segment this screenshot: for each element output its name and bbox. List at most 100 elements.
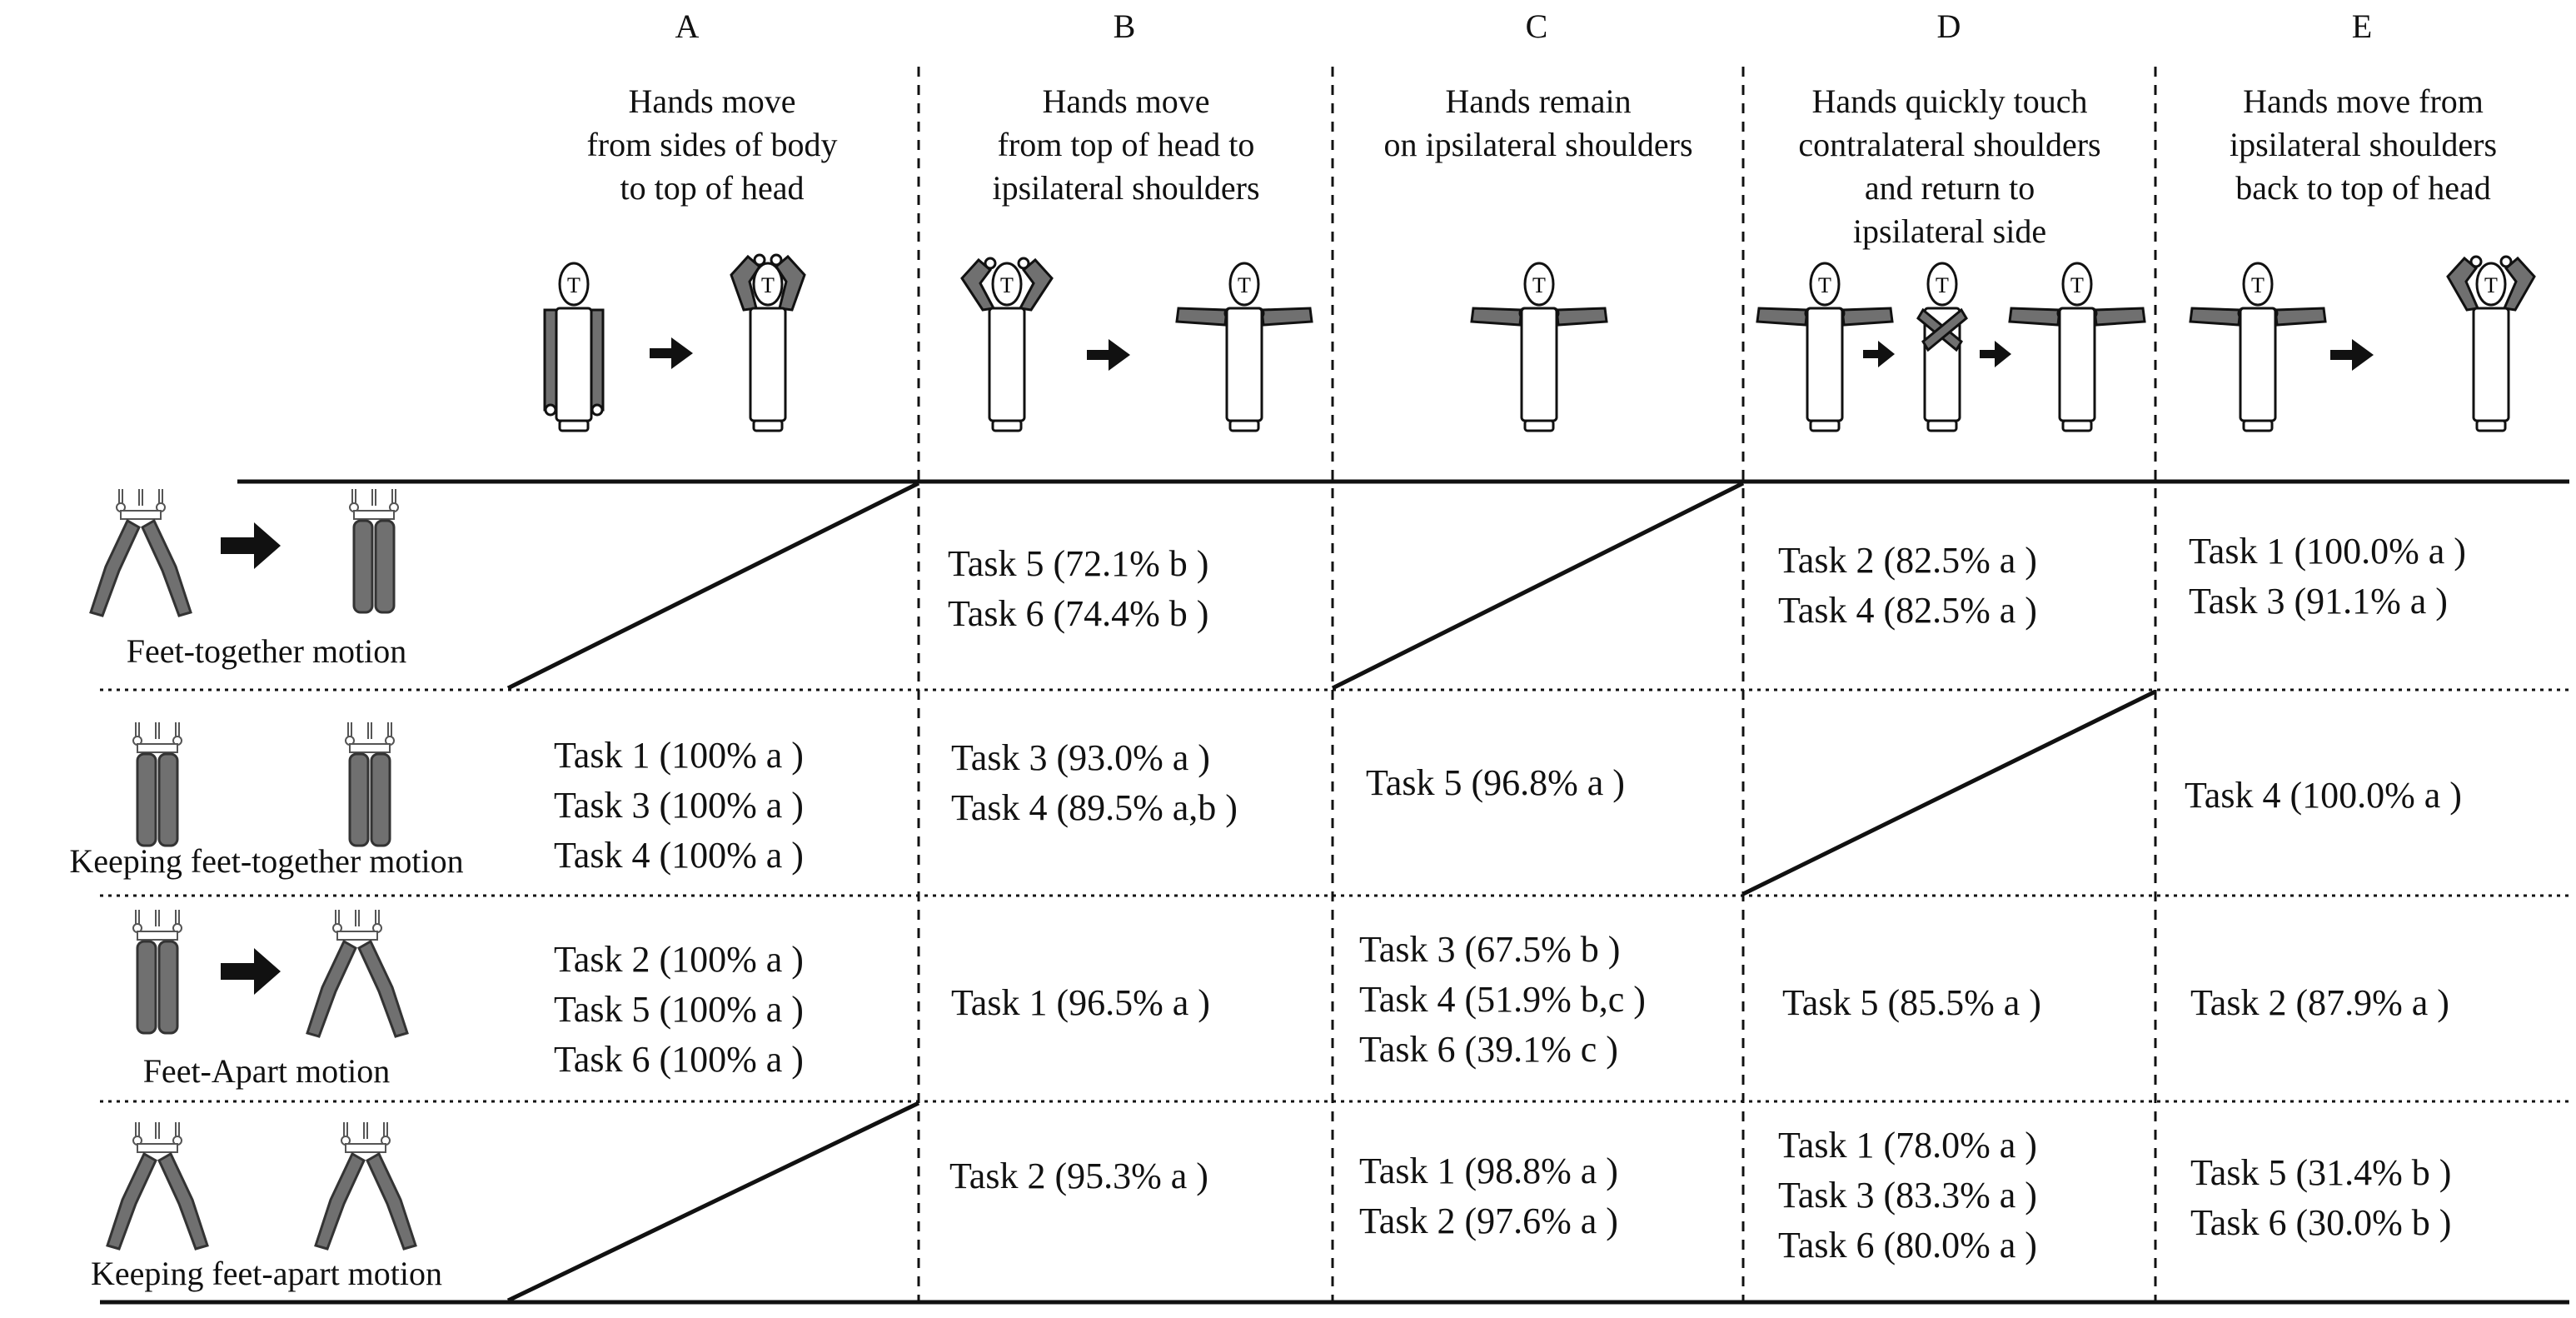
task-entry: Task 3 (100% a ) — [554, 785, 804, 826]
figure-hands-on-shoulders: T — [2189, 262, 2327, 432]
arrow-icon — [1863, 341, 1895, 367]
figure-hands-on-shoulders: T — [2008, 262, 2146, 432]
column-d-figures: T T T — [1756, 262, 2146, 432]
arrow-icon — [2330, 339, 2374, 371]
figure-head-label: T — [2251, 273, 2265, 297]
description-line: Hands remain — [1445, 82, 1632, 120]
task-entry: Task 2 (95.3% a ) — [949, 1156, 1208, 1196]
cell-r3-d: Task 5 (85.5% a ) — [1782, 978, 2041, 1028]
task-entry: Task 4 (51.9% b,c ) — [1359, 979, 1646, 1020]
cell-r3-c: Task 3 (67.5% b ) Task 4 (51.9% b,c ) Ta… — [1359, 925, 1646, 1075]
cell-r2-e: Task 4 (100.0% a ) — [2185, 771, 2462, 821]
column-e-figures: T T — [2189, 255, 2536, 432]
figure-hands-at-sides: T — [543, 262, 605, 432]
cell-r2-c: Task 5 (96.8% a ) — [1366, 758, 1625, 808]
column-description-c: Hands remain on ipsilateral shoulders — [1334, 80, 1742, 167]
figure-head-label: T — [1818, 273, 1831, 297]
column-description-d: Hands quickly touch contralateral should… — [1745, 80, 2155, 253]
arrow-icon — [221, 522, 281, 569]
row-label-keeping-feet-together: Keeping feet-together motion — [69, 842, 464, 880]
task-entry: Task 6 (39.1% c ) — [1359, 1029, 1618, 1070]
figure-head-label: T — [761, 273, 775, 297]
description-line: from top of head to — [997, 126, 1255, 163]
figure-hands-on-head: T — [960, 257, 1054, 432]
cell-r3-e: Task 2 (87.9% a ) — [2190, 978, 2449, 1028]
task-entry: Task 3 (83.3% a ) — [1778, 1175, 2037, 1216]
empty-cell-slash-r1-a — [506, 481, 920, 691]
description-line: ipsilateral side — [1852, 212, 2047, 250]
task-entry: Task 5 (72.1% b ) — [948, 543, 1209, 584]
figure-head-label: T — [567, 273, 580, 297]
description-line: on ipsilateral shoulders — [1383, 126, 1693, 163]
task-entry: Task 2 (100% a ) — [554, 939, 804, 980]
description-line: contralateral shoulders — [1798, 126, 2101, 163]
task-entry: Task 6 (74.4% b ) — [948, 593, 1209, 634]
column-letter-c: C — [1525, 7, 1548, 45]
cell-r3-a: Task 2 (100% a ) Task 5 (100% a ) Task 6… — [554, 935, 804, 1085]
row-4-leg-figures — [106, 1122, 417, 1251]
description-line: ipsilateral shoulders — [2229, 126, 2498, 163]
column-letter-a: A — [675, 7, 700, 45]
task-entry: Task 5 (85.5% a ) — [1782, 982, 2041, 1023]
column-description-a: Hands move from sides of body to top of … — [508, 80, 916, 210]
task-entry: Task 2 (87.9% a ) — [2190, 982, 2449, 1023]
task-entry: Task 1 (98.8% a ) — [1359, 1151, 1618, 1191]
figure-hands-on-shoulders: T — [1175, 262, 1313, 432]
cell-r4-c: Task 1 (98.8% a ) Task 2 (97.6% a ) — [1359, 1146, 1618, 1246]
task-entry: Task 5 (31.4% b ) — [2190, 1152, 2452, 1193]
column-description-b: Hands move from top of head to ipsilater… — [920, 80, 1332, 210]
cell-r1-d: Task 2 (82.5% a ) Task 4 (82.5% a ) — [1778, 536, 2037, 636]
row-label-feet-together: Feet-together motion — [126, 632, 407, 670]
description-line: Hands move from — [2243, 82, 2484, 120]
task-entry: Task 6 (30.0% b ) — [2190, 1202, 2452, 1243]
arrow-icon — [221, 948, 281, 995]
task-entry: Task 1 (100% a ) — [554, 735, 804, 776]
column-letter-e: E — [2351, 7, 2373, 45]
row-label-feet-apart: Feet-Apart motion — [142, 1052, 391, 1090]
task-entry: Task 4 (89.5% a,b ) — [951, 787, 1238, 828]
empty-cell-slash-r2-d — [1741, 689, 2157, 896]
cell-r2-a: Task 1 (100% a ) Task 3 (100% a ) Task 4… — [554, 731, 804, 881]
task-entry: Task 5 (100% a ) — [554, 989, 804, 1030]
cell-r4-b: Task 2 (95.3% a ) — [949, 1151, 1208, 1201]
cell-r2-b: Task 3 (93.0% a ) Task 4 (89.5% a,b ) — [951, 733, 1238, 833]
task-entry: Task 1 (100.0% a ) — [2189, 531, 2466, 572]
row-2-legs-together-figure — [132, 722, 182, 847]
legs-together-figure — [132, 910, 182, 1035]
description-line: Hands move — [1042, 82, 1210, 120]
cell-r3-b: Task 1 (96.5% a ) — [951, 978, 1210, 1028]
task-entry: Task 3 (93.0% a ) — [951, 737, 1210, 778]
figure-head-label: T — [2070, 273, 2084, 297]
row-2-legs-together-figure-2 — [345, 722, 395, 847]
cell-r4-d: Task 1 (78.0% a ) Task 3 (83.3% a ) Task… — [1778, 1121, 2037, 1271]
row-1-leg-figures — [89, 489, 281, 617]
description-line: and return to — [1864, 169, 2035, 207]
task-entry: Task 4 (100.0% a ) — [2185, 775, 2462, 816]
task-entry: Task 6 (80.0% a ) — [1778, 1225, 2037, 1266]
figure-hands-on-head: T — [730, 253, 806, 432]
figure-head-label: T — [1000, 273, 1014, 297]
task-entry: Task 3 (67.5% b ) — [1359, 929, 1621, 970]
row-3-leg-figures — [132, 910, 409, 1038]
legs-apart-figure — [306, 910, 409, 1038]
row-label-keeping-feet-apart: Keeping feet-apart motion — [90, 1255, 443, 1292]
column-c-figures: T — [1470, 262, 1608, 432]
figure-head-label: T — [1532, 273, 1546, 297]
arrow-icon — [1087, 339, 1130, 371]
figure-head-label: T — [2484, 273, 2498, 297]
description-line: Hands move — [628, 82, 796, 120]
task-entry: Task 4 (100% a ) — [554, 835, 804, 876]
description-line: ipsilateral shoulders — [992, 169, 1260, 207]
figure-hands-crossed: T — [1916, 262, 1968, 432]
description-line: to top of head — [620, 169, 805, 207]
cell-r1-b: Task 5 (72.1% b ) Task 6 (74.4% b ) — [948, 539, 1208, 639]
row-1-legs-together-figure — [349, 489, 399, 614]
column-letter-b: B — [1113, 7, 1136, 45]
figure-hands-on-shoulders: T — [1470, 262, 1608, 432]
description-line: back to top of head — [2235, 169, 2491, 207]
figure-hands-on-shoulders: T — [1756, 262, 1894, 432]
column-letter-d: D — [1936, 7, 1961, 45]
figure-head-label: T — [1936, 273, 1949, 297]
